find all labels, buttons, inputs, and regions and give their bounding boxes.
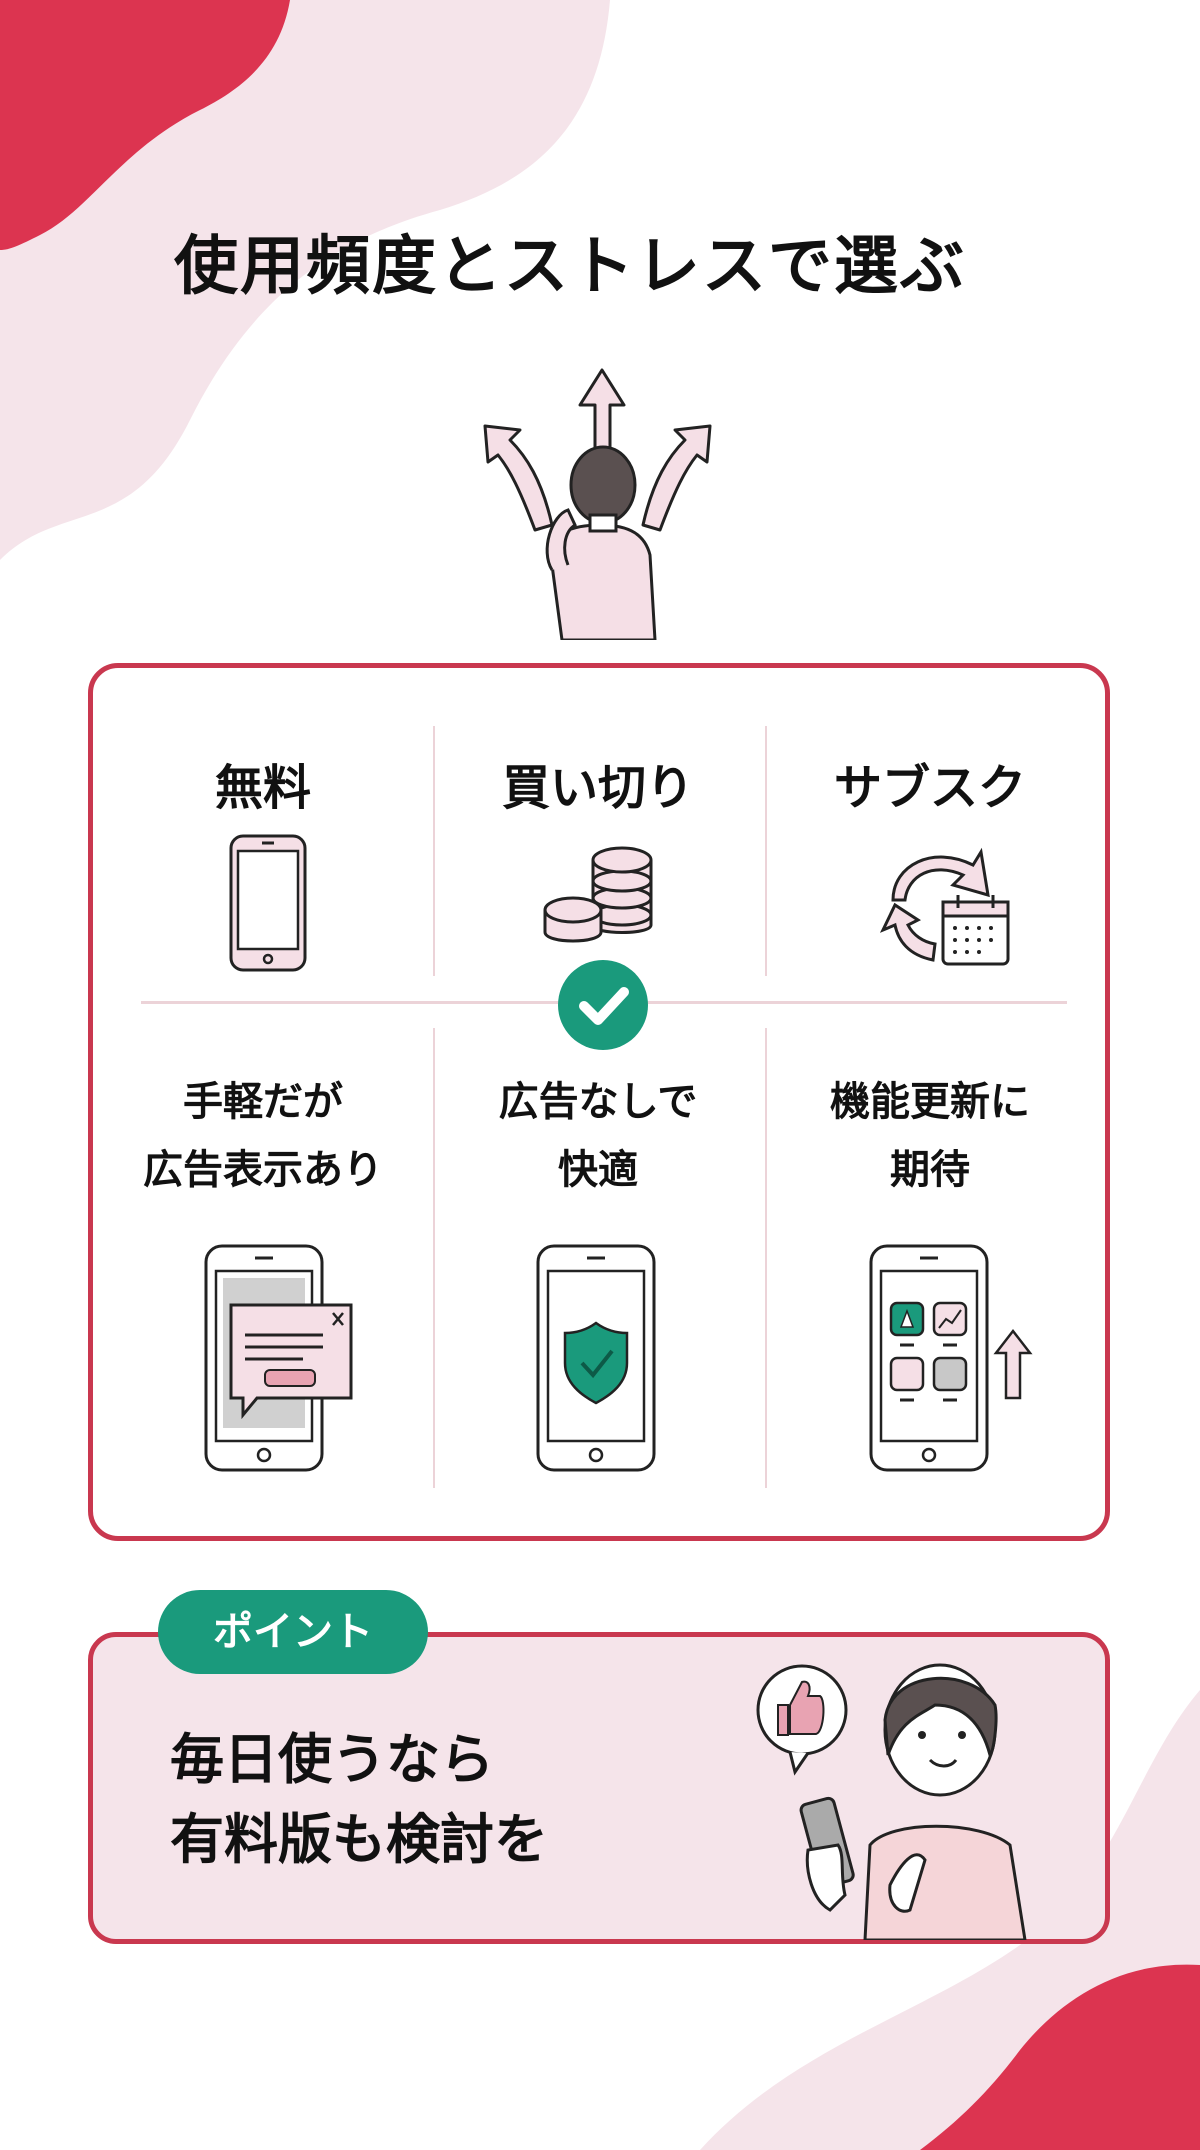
divider bbox=[765, 726, 767, 976]
divider bbox=[765, 1028, 767, 1488]
check-circle-icon bbox=[558, 960, 648, 1050]
description-one-time: 広告なしで 快適 bbox=[498, 1079, 698, 1193]
point-tag: ポイント bbox=[158, 1590, 428, 1674]
divider bbox=[433, 1028, 435, 1488]
comparison-card: 無料 買い切り サブスク 手軽だが 広告表示あり 広告 bbox=[88, 663, 1110, 1541]
column-heading-free: 無料 bbox=[214, 760, 311, 816]
recurring-calendar-icon bbox=[879, 847, 1010, 966]
coins-icon bbox=[543, 846, 653, 943]
phone-with-apps-upgrade-icon bbox=[869, 1244, 1033, 1472]
smartphone-icon bbox=[229, 834, 307, 972]
description-free: 手軽だが 広告表示あり bbox=[143, 1079, 383, 1193]
column-heading-subscription: サブスク bbox=[833, 760, 1026, 816]
person-choosing-direction-icon bbox=[483, 368, 712, 640]
divider bbox=[433, 726, 435, 976]
person-thumbs-up-icon bbox=[756, 1663, 1027, 1940]
column-heading-one-time: 買い切り bbox=[501, 760, 694, 816]
phone-with-ad-popup-icon bbox=[204, 1244, 353, 1472]
page-title: 使用頻度とストレスで選ぶ bbox=[174, 230, 966, 304]
point-message: 毎日使うなら 有料版も検討を bbox=[170, 1728, 548, 1871]
description-subscription: 機能更新に 期待 bbox=[830, 1079, 1030, 1193]
phone-with-shield-icon bbox=[536, 1244, 656, 1472]
